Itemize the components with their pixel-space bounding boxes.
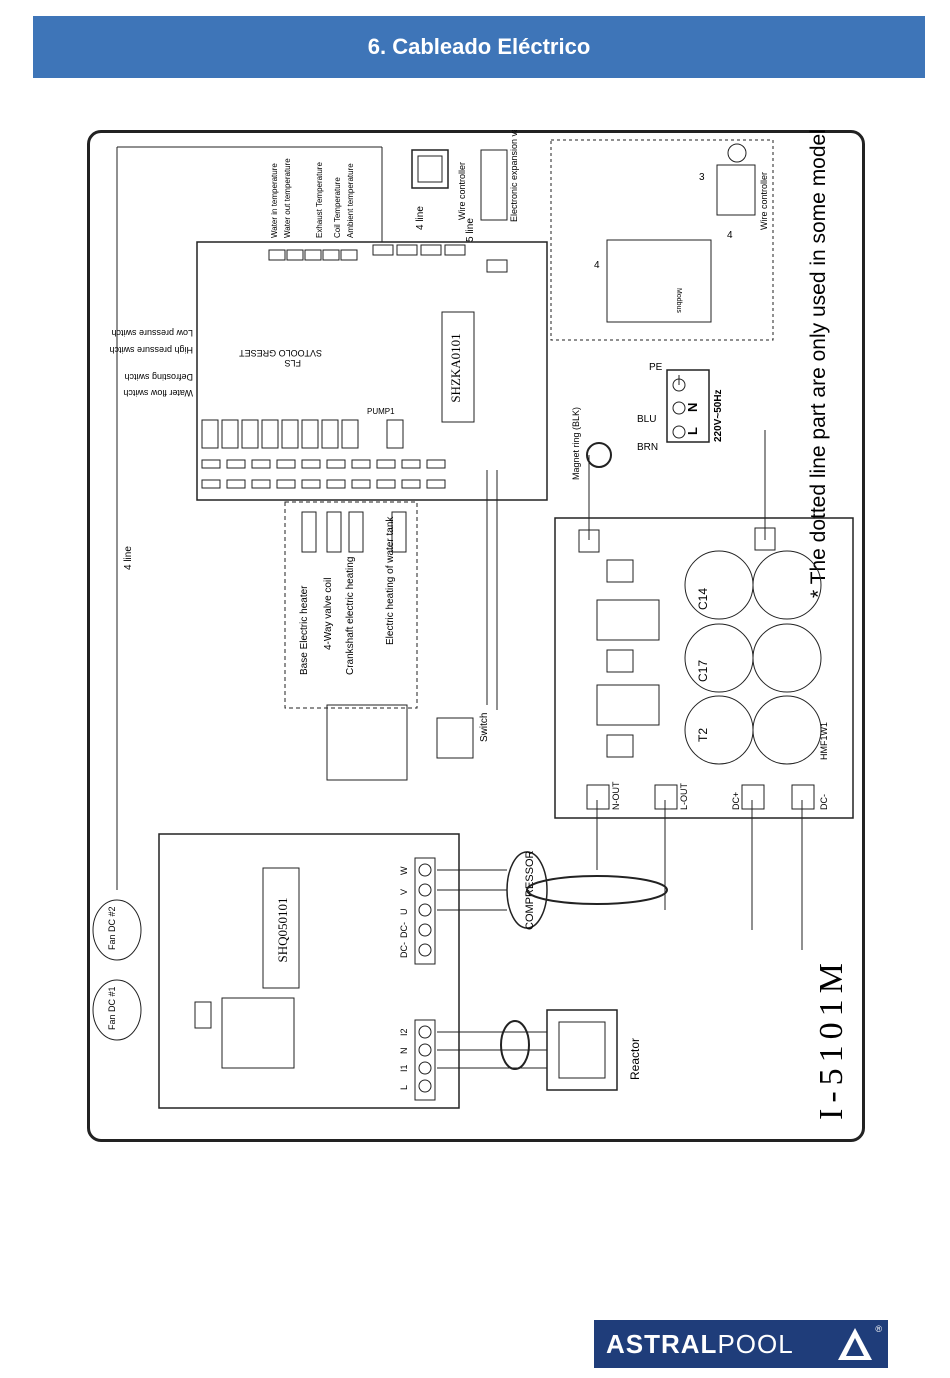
filter-label-T2: T2 <box>696 728 710 742</box>
power-N: N <box>685 403 700 412</box>
filter-coils <box>596 559 660 758</box>
driver-term-I1: I1 <box>399 1064 409 1072</box>
sensor-label-4: Ambient temperature <box>346 163 355 238</box>
modbus-connector <box>727 143 747 163</box>
driver-term-I2: I2 <box>399 1028 409 1036</box>
sensor-label-1: Water out temperature <box>283 158 292 238</box>
relay-row <box>201 419 404 449</box>
switch-label-1: Defrosting switch <box>124 372 193 382</box>
load-label-3: Electric heating of water tank <box>385 516 396 645</box>
driver-chip <box>262 867 300 989</box>
driver-term-U: U <box>399 909 409 916</box>
relay-switch <box>326 704 408 781</box>
magnet-ring-reactor <box>500 1020 530 1070</box>
fan-dc-1 <box>92 979 142 1041</box>
fls-label: FLS <box>284 358 301 368</box>
compressor-label: COMPRESSOR <box>524 850 536 930</box>
model-label: I-5101M <box>813 957 850 1120</box>
eev-box <box>480 149 508 221</box>
wiring-lines <box>437 375 803 1069</box>
driver-board-code: SHQ050101 <box>275 897 290 962</box>
diagram-frame <box>87 130 865 1142</box>
sensor-label-0: Water in temperature <box>270 163 279 238</box>
filter-board-code: HMF1W1 <box>819 722 829 760</box>
dotted-note-1: * The dotted line part are only used in … <box>807 130 830 598</box>
filter-capacitors <box>684 550 822 765</box>
modbus-board <box>606 239 712 323</box>
wiring-diagram: SHZKA0101 Water in temperature Water out… <box>92 130 854 1120</box>
filter-board <box>554 517 854 819</box>
wire-controller-box <box>411 149 449 189</box>
reactor-label: Reactor <box>628 1038 642 1080</box>
eev-label: Electronic expansion valve <box>509 130 519 222</box>
astralpool-triangle-icon <box>838 1328 872 1360</box>
fan-dc-2 <box>92 899 142 961</box>
modbus-label: Modbus <box>675 288 682 313</box>
modbus-four: 4 <box>727 230 733 241</box>
driver-term-W: W <box>399 866 409 875</box>
brand-name-light: POOL <box>717 1328 794 1359</box>
filter-label-C17: C17 <box>696 660 710 682</box>
sensor-connectors <box>268 244 508 273</box>
modbus-dashed-box <box>550 139 774 341</box>
sensor-label-3: Coil Temperature <box>333 177 342 238</box>
load-coils <box>301 511 407 553</box>
page-header: 6. Cableado Eléctrico <box>33 16 925 78</box>
modbus-four-left: 4 <box>594 260 600 271</box>
power-terminal-block <box>666 369 710 443</box>
four-line-label: 4 line <box>415 206 426 230</box>
modbus-three: 3 <box>699 172 705 183</box>
magnet-ring-middle <box>526 875 668 905</box>
driver-term-L: L <box>399 1085 409 1090</box>
four-line-left-label: 4 line <box>123 546 134 570</box>
driver-board <box>158 833 460 1109</box>
page-title: 6. Cableado Eléctrico <box>367 34 591 59</box>
loads-dashed-area <box>284 501 418 709</box>
driver-term-N: N <box>399 1048 409 1055</box>
filter-term-1: L-OUT <box>679 782 689 810</box>
output-terminals <box>201 459 446 489</box>
driver-k21 <box>221 997 295 1069</box>
load-label-1: 4-Way valve coil <box>323 578 334 650</box>
power-magnet-ring <box>586 442 612 468</box>
switch-label-2: High pressure switch <box>109 345 193 355</box>
fan-dc-2-label: Fan DC #2 <box>107 906 117 950</box>
modbus-wire-controller <box>716 164 756 216</box>
filter-term-0: N-OUT <box>611 781 621 810</box>
power-brn: BRN <box>637 442 658 453</box>
fan-dc-1-label: Fan DC #1 <box>107 986 117 1030</box>
main-board-chip <box>441 311 475 423</box>
five-line-label: 5 line <box>465 218 476 242</box>
power-supply: 220V~50Hz <box>713 389 724 442</box>
switch-label: Switch <box>479 713 490 742</box>
switch-label-3: Low pressure switch <box>111 328 193 338</box>
driver-uvw-terminals <box>414 857 436 1101</box>
main-board-code: SHZKA0101 <box>448 333 463 402</box>
filter-term-3: DC- <box>819 794 829 810</box>
driver-term-DC1: DC- <box>399 922 409 938</box>
power-magnet-ring-label: Magnet ring (BLK) <box>571 407 581 480</box>
power-pe: PE <box>649 362 663 373</box>
wire-controller-label: Wire controller <box>457 162 467 220</box>
filter-term-2: DC+ <box>731 792 741 810</box>
brand-reg: ® <box>875 1324 882 1334</box>
reset-label: SVTOOLO GRESET <box>239 348 322 358</box>
modbus-wire-controller-label: Wire controller <box>759 172 769 230</box>
load-label-0: Base Electric heater <box>299 585 310 675</box>
brand-name-bold: ASTRAL <box>606 1328 718 1359</box>
driver-term-V: V <box>399 889 409 895</box>
power-L: L <box>685 427 700 435</box>
power-blu: BLU <box>637 414 656 425</box>
pump-label: PUMP1 <box>367 407 395 416</box>
filter-label-C14: C14 <box>696 588 710 610</box>
switch-label-0: Water flow switch <box>123 388 193 398</box>
load-label-2: Crankshaft electric heating <box>345 557 356 675</box>
driver-term-DC2: DC- <box>399 942 409 958</box>
sensor-label-2: Exhaust Temperature <box>315 162 324 238</box>
main-board <box>196 241 548 501</box>
driver-t1 <box>194 1001 212 1029</box>
